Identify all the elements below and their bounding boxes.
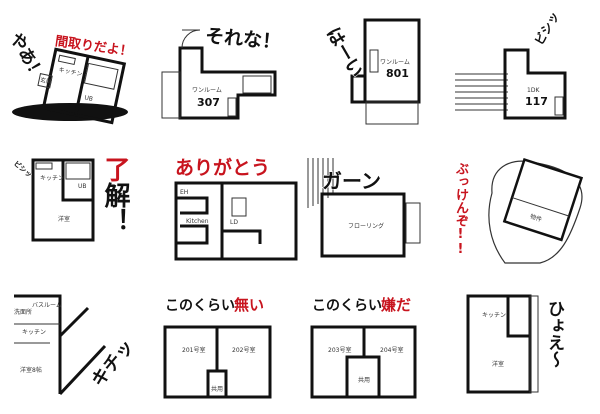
svg-text:1DK: 1DK: [527, 87, 540, 94]
svg-text:UB: UB: [84, 94, 94, 103]
svg-text:洋室8帖: 洋室8帖: [20, 366, 42, 374]
shout-text: キチッ: [88, 336, 139, 391]
sticker-yaa[interactable]: キッチン 玄関 UB やあ！ 間取りだよ！: [0, 0, 150, 138]
sticker-nai[interactable]: このくらい 無い 201号室 202号室 共用: [150, 276, 300, 414]
svg-text:バスルーム: バスルーム: [32, 302, 62, 309]
floor-plan: キッチン 洋室: [466, 294, 539, 394]
svg-text:LD: LD: [230, 219, 238, 226]
title-text: ぶっけんぞ!!: [453, 162, 468, 257]
svg-text:共用: 共用: [358, 376, 370, 384]
shout-text: このくらい: [165, 298, 235, 314]
svg-text:キッチン: キッチン: [40, 175, 64, 182]
sticker-bishi[interactable]: 1DK 117 ビシッ: [450, 0, 600, 138]
floor-plan: フローリング: [320, 192, 421, 258]
svg-text:キッチン: キッチン: [482, 312, 506, 319]
sticker-sorena[interactable]: ワンルーム 307 それな！: [150, 0, 300, 138]
shout-text: それな！: [204, 25, 282, 54]
svg-text:EH: EH: [180, 189, 188, 196]
speed-lines: [455, 73, 508, 111]
floor-plan: 洗面所 バスルーム キッチン 洋室8帖: [14, 294, 107, 396]
sticker-arigatou[interactable]: ありがとう EH Kitchen LD: [150, 138, 300, 276]
svg-text:801: 801: [386, 67, 409, 80]
shout-text: ビシッ: [531, 9, 562, 48]
shock-lines: [307, 158, 334, 208]
svg-text:ワンルーム: ワンルーム: [192, 87, 222, 94]
floor-plan: 1DK 117: [503, 48, 567, 120]
svg-text:203号室: 203号室: [328, 346, 351, 354]
svg-text:共用: 共用: [211, 385, 223, 393]
sticker-bukkenzo[interactable]: 物件 ぶっけんぞ!!: [450, 138, 600, 276]
svg-text:UB: UB: [78, 183, 87, 190]
svg-text:307: 307: [197, 96, 220, 109]
floor-plan: キッチン 玄関 UB: [37, 47, 127, 125]
svg-text:物件: 物件: [529, 212, 543, 223]
svg-text:洋室: 洋室: [492, 360, 504, 368]
sticker-gaan[interactable]: フローリング ガーン: [300, 138, 450, 276]
svg-text:洋室: 洋室: [58, 215, 70, 223]
floor-plan: 201号室 202号室 共用: [163, 325, 272, 399]
svg-text:洗面所: 洗面所: [14, 308, 32, 316]
hole: [12, 103, 128, 121]
svg-text:フローリング: フローリング: [348, 222, 384, 230]
svg-text:Kitchen: Kitchen: [186, 218, 209, 225]
sticker-hyoe[interactable]: キッチン 洋室 ひょえ〜: [450, 276, 600, 414]
floor-plan: 203号室 204号室 共用: [310, 325, 417, 399]
floor-plan: ワンルーム 307: [161, 29, 277, 120]
svg-text:玄関: 玄関: [39, 76, 52, 86]
sticker-iyada[interactable]: このくらい 嫌だ 203号室 204号室 共用: [300, 276, 450, 414]
title-text: ありがとう: [175, 156, 270, 179]
svg-text:202号室: 202号室: [232, 346, 255, 354]
svg-text:117: 117: [525, 95, 548, 108]
sticker-kichi[interactable]: 洗面所 バスルーム キッチン 洋室8帖 キチッ: [0, 276, 150, 414]
title-text: 無い: [234, 296, 264, 314]
shout-text: ガーン: [322, 169, 381, 193]
shout-text: このくらい: [312, 298, 382, 314]
shout-text: ひょえ〜: [544, 300, 564, 368]
floor-plan: EH Kitchen LD: [174, 181, 298, 261]
title-text: 了解！: [100, 156, 130, 234]
sticker-ryoukai[interactable]: キッチン UB 洋室 ビシッ 了解！: [0, 138, 150, 276]
floor-plan: キッチン UB 洋室: [31, 158, 95, 242]
svg-text:204号室: 204号室: [380, 346, 403, 354]
sticker-haai[interactable]: ワンルーム 801 はーい: [300, 0, 450, 138]
shout-text: はーい: [322, 24, 367, 81]
shout-text: ビシッ: [12, 159, 34, 179]
svg-text:ワンルーム: ワンルーム: [380, 59, 410, 66]
svg-text:キッチン: キッチン: [22, 329, 46, 336]
svg-text:キッチン: キッチン: [58, 66, 83, 78]
property-card: 物件: [502, 157, 584, 242]
title-text: 嫌だ: [380, 296, 411, 314]
shout-text: やあ！: [5, 30, 48, 84]
floor-plan: ワンルーム 801: [350, 18, 421, 125]
svg-text:201号室: 201号室: [182, 346, 205, 354]
